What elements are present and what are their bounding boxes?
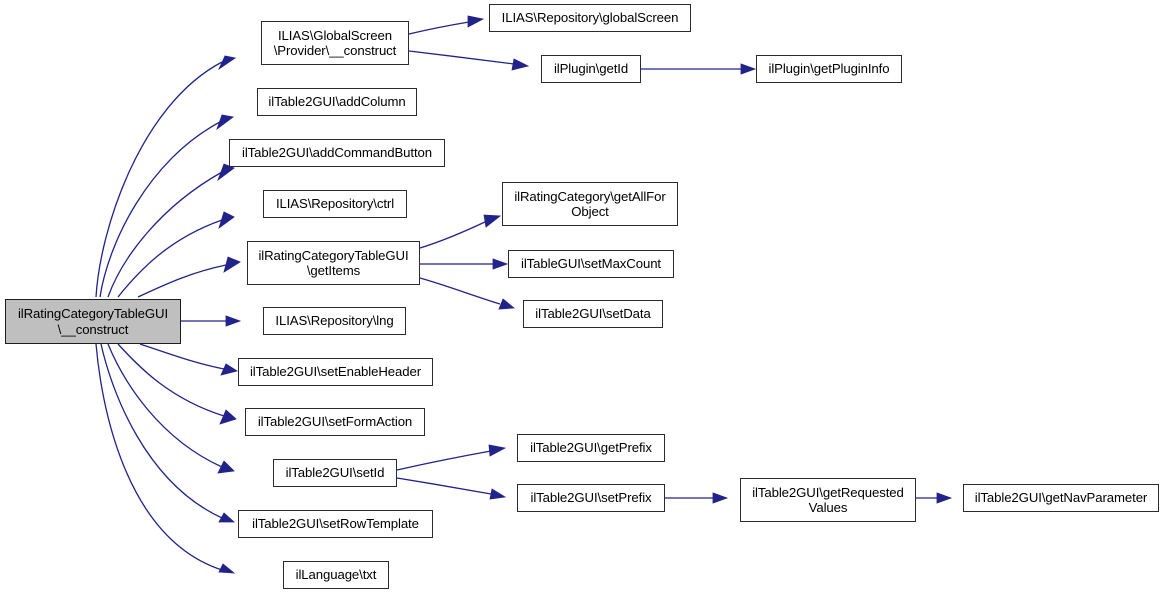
edge-set_id-to-set_prefix xyxy=(396,477,492,495)
edge-get_items-to-get_all_for_obj xyxy=(419,220,488,249)
graph-node-label: ilTable2GUI\setPrefix xyxy=(530,490,652,506)
graph-node-label: ILIAS\Repository\globalScreen xyxy=(501,10,679,26)
graph-node-label: ILIAS\Repository\ctrl xyxy=(275,196,395,212)
graph-node-label: ilTable2GUI\setFormAction xyxy=(257,414,413,430)
graph-node-label: ilTable2GUI\setId xyxy=(285,465,385,481)
edge-root-to-globalscreen_c xyxy=(95,61,223,298)
arrowhead-globalscreen_c-to-repo_gs xyxy=(467,15,485,28)
graph-node-label: ilTable2GUI\setEnableHeader xyxy=(249,364,422,380)
arrowhead-get_items-to-set_max_count xyxy=(492,258,509,270)
graph-node-label: ilLanguage\txt xyxy=(295,567,377,583)
arrowhead-globalscreen_c-to-plugin_getid xyxy=(511,58,530,71)
graph-node-plugin_getid[interactable]: ilPlugin\getId xyxy=(541,55,641,83)
edge-root-to-set_row_tpl xyxy=(100,343,223,519)
arrowhead-set_id-to-set_prefix xyxy=(489,488,507,500)
graph-node-set_max_count[interactable]: ilTableGUI\setMaxCount xyxy=(508,250,674,278)
edge-root-to-add_column xyxy=(99,121,221,298)
arrowhead-root-to-set_enable_hdr xyxy=(220,363,239,376)
graph-node-label: ilRatingCategory\getAllFor Object xyxy=(514,188,666,220)
arrowhead-set_id-to-get_prefix xyxy=(488,444,507,457)
arrowhead-root-to-set_row_tpl xyxy=(218,512,236,523)
edge-root-to-set_id xyxy=(107,343,223,468)
graph-node-label: ilTable2GUI\setRowTemplate xyxy=(252,516,419,532)
graph-node-label: ilPlugin\getId xyxy=(553,61,629,77)
graph-node-repo_lng[interactable]: ILIAS\Repository\lng xyxy=(263,307,406,335)
graph-node-label: ilTable2GUI\addColumn xyxy=(268,94,406,110)
arrowhead-get_items-to-set_data xyxy=(498,298,516,310)
graph-node-set_prefix[interactable]: ilTable2GUI\setPrefix xyxy=(517,484,665,512)
graph-node-get_prefix[interactable]: ilTable2GUI\getPrefix xyxy=(517,434,665,462)
graph-node-root[interactable]: ilRatingCategoryTableGUI \__construct xyxy=(5,299,181,344)
arrowhead-root-to-get_items xyxy=(223,256,241,273)
graph-node-set_row_tpl[interactable]: ilTable2GUI\setRowTemplate xyxy=(238,510,433,538)
edge-root-to-set_form_action xyxy=(117,343,225,417)
edge-root-to-set_enable_hdr xyxy=(139,343,225,370)
graph-node-label: ilRatingCategoryTableGUI \getItems xyxy=(258,247,409,279)
arrowhead-plugin_getid-to-plugin_info xyxy=(740,63,757,75)
graph-node-label: ilTable2GUI\getPrefix xyxy=(530,440,652,456)
graph-node-repo_gs[interactable]: ILIAS\Repository\globalScreen xyxy=(489,4,691,32)
graph-node-set_data[interactable]: ilTable2GUI\setData xyxy=(523,300,663,328)
arrowhead-get_items-to-get_all_for_obj xyxy=(483,214,502,228)
graph-node-plugin_info[interactable]: ilPlugin\getPluginInfo xyxy=(756,55,902,83)
edge-root-to-get_items xyxy=(137,264,227,298)
graph-node-label: ilTable2GUI\getNavParameter xyxy=(974,490,1148,506)
graph-node-set_form_action[interactable]: ilTable2GUI\setFormAction xyxy=(245,408,425,436)
edge-set_id-to-get_prefix xyxy=(396,450,492,471)
graph-node-add_column[interactable]: ilTable2GUI\addColumn xyxy=(257,88,417,116)
graph-node-label: ILIAS\GlobalScreen \Provider\__construct xyxy=(273,27,397,59)
edge-root-to-lang_txt xyxy=(95,343,223,571)
graph-node-get_items[interactable]: ilRatingCategoryTableGUI \getItems xyxy=(247,241,420,285)
edge-get_items-to-set_data xyxy=(419,277,501,305)
edge-root-to-repo_ctrl xyxy=(117,219,223,298)
graph-node-set_enable_hdr[interactable]: ilTable2GUI\setEnableHeader xyxy=(238,358,433,386)
arrowhead-set_prefix-to-get_req_values xyxy=(712,492,729,504)
arrowhead-root-to-repo_ctrl xyxy=(218,211,235,230)
graph-node-get_req_values[interactable]: ilTable2GUI\getRequested Values xyxy=(740,478,916,522)
graph-node-label: ilPlugin\getPluginInfo xyxy=(768,61,890,77)
graph-node-lang_txt[interactable]: ilLanguage\txt xyxy=(283,561,389,589)
graph-node-label: ilTable2GUI\setData xyxy=(535,306,651,322)
graph-node-label: ilRatingCategoryTableGUI \__construct xyxy=(17,306,169,337)
graph-node-set_id[interactable]: ilTable2GUI\setId xyxy=(273,459,397,487)
arrowhead-root-to-globalscreen_c xyxy=(218,55,237,71)
arrowhead-get_req_values-to-get_nav_param xyxy=(936,492,953,504)
arrowhead-root-to-repo_lng xyxy=(225,315,242,327)
arrowhead-root-to-set_form_action xyxy=(219,409,237,425)
edge-globalscreen_c-to-repo_gs xyxy=(408,21,470,35)
graph-node-get_all_for_obj[interactable]: ilRatingCategory\getAllFor Object xyxy=(502,182,678,226)
graph-node-globalscreen_c[interactable]: ILIAS\GlobalScreen \Provider\__construct xyxy=(261,21,409,65)
arrowhead-root-to-add_column xyxy=(216,114,234,131)
arrowhead-root-to-set_id xyxy=(217,460,235,474)
graph-node-label: ilTableGUI\setMaxCount xyxy=(521,256,661,272)
edge-root-to-add_cmd_button xyxy=(107,171,223,298)
graph-node-label: ILIAS\Repository\lng xyxy=(275,313,394,329)
arrowhead-root-to-lang_txt xyxy=(218,563,236,574)
graph-node-label: ilTable2GUI\getRequested Values xyxy=(752,484,904,516)
graph-node-label: ilTable2GUI\addCommandButton xyxy=(242,145,432,161)
graph-node-repo_ctrl[interactable]: ILIAS\Repository\ctrl xyxy=(263,190,407,218)
graph-node-get_nav_param[interactable]: ilTable2GUI\getNavParameter xyxy=(963,484,1159,512)
edge-globalscreen_c-to-plugin_getid xyxy=(408,50,515,65)
graph-node-add_cmd_button[interactable]: ilTable2GUI\addCommandButton xyxy=(229,139,445,167)
